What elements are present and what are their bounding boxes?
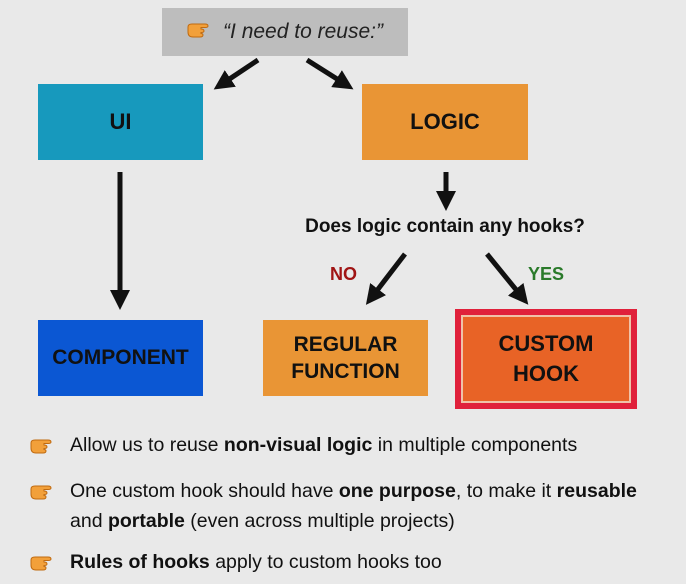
arrow-to-ui	[213, 57, 260, 90]
bullet-item: Rules of hooks apply to custom hooks too	[30, 547, 670, 577]
bullet-text-run: apply to custom hooks too	[209, 551, 442, 573]
component-box: COMPONENT	[38, 320, 203, 396]
logic-label: LOGIC	[410, 109, 480, 134]
arrow-yes-to-custom	[485, 252, 529, 305]
bullet-item: One custom hook should have one purpose,…	[30, 476, 670, 536]
bullet-text-run: , to make it	[455, 480, 557, 502]
bullet-item: Allow us to reuse non-visual logic in mu…	[30, 430, 670, 460]
pointing-hand-icon	[187, 20, 213, 44]
component-label: COMPONENT	[52, 346, 189, 369]
yes-branch-label: YES	[528, 264, 565, 284]
regular-label-line2: FUNCTION	[291, 360, 400, 383]
ui-label: UI	[109, 109, 132, 134]
bullet-text-run: in multiple components	[372, 434, 578, 456]
bullet-text: Allow us to reuse non-visual logic in mu…	[70, 430, 670, 460]
bullet-text-run: Allow us to reuse	[70, 434, 224, 456]
pointing-hand-icon	[30, 476, 56, 509]
reuse-question-text: “I need to reuse:”	[223, 20, 383, 43]
question-prefix: Does logic contain any	[305, 216, 518, 237]
question-bold: hooks	[517, 216, 574, 237]
custom-label-line2: HOOK	[513, 361, 579, 386]
question-suffix: ?	[573, 216, 585, 237]
arrow-to-logic	[305, 57, 354, 90]
reuse-question-banner: “I need to reuse:”	[162, 8, 408, 56]
regular-function-box: REGULAR FUNCTION	[263, 320, 428, 396]
bullet-text: Rules of hooks apply to custom hooks too	[70, 547, 670, 577]
logic-box: LOGIC	[362, 84, 528, 160]
hooks-question: Does logic contain any hooks?	[230, 216, 660, 238]
bullet-text-run: Rules of hooks	[70, 551, 210, 573]
custom-hook-box: CUSTOM HOOK	[461, 315, 631, 403]
no-branch-label: NO	[330, 264, 357, 284]
custom-label-line1: CUSTOM	[498, 331, 594, 356]
bullet-text-run: (even across multiple projects)	[184, 510, 455, 532]
bullet-text: One custom hook should have one purpose,…	[70, 476, 670, 536]
arrow-no-to-regular	[365, 252, 407, 305]
regular-label-line1: REGULAR	[293, 333, 398, 356]
ui-box: UI	[38, 84, 203, 160]
bullet-text-run: and	[70, 510, 108, 532]
bullet-text-run: reusable	[556, 480, 637, 502]
bullet-text-run: non-visual logic	[223, 434, 373, 456]
bullet-text-run: One custom hook should have	[70, 480, 339, 502]
bullet-text-run: one purpose	[338, 480, 456, 502]
bullet-text-run: portable	[107, 510, 185, 532]
pointing-hand-icon	[30, 547, 56, 580]
pointing-hand-icon	[30, 430, 56, 463]
